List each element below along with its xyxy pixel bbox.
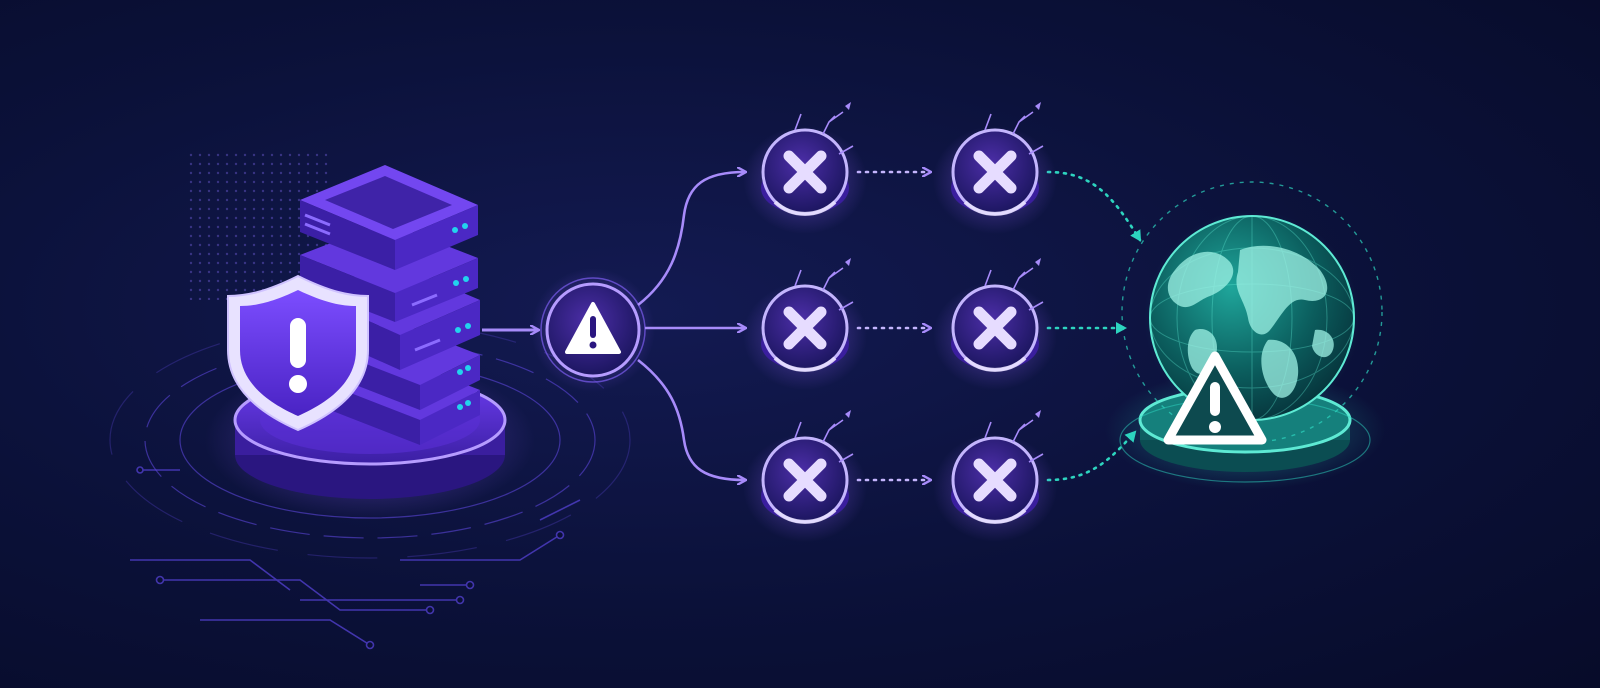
warning-triangle-icon xyxy=(1163,351,1267,445)
crack-lines xyxy=(794,258,854,311)
crack-lines xyxy=(794,410,854,463)
failed-node xyxy=(933,102,1057,234)
failed-node xyxy=(743,102,867,234)
failed-nodes xyxy=(743,102,1057,542)
crack-lines xyxy=(984,102,1044,155)
circuit-traces xyxy=(130,466,581,650)
x-circle-icon xyxy=(783,458,827,502)
failed-link-connectors xyxy=(856,172,930,480)
warning-triangle-icon xyxy=(565,302,621,354)
failed-node xyxy=(933,410,1057,542)
server-unit-top xyxy=(300,165,478,270)
hub-warning-node xyxy=(531,268,655,392)
crack-lines xyxy=(984,258,1044,311)
x-circle-icon xyxy=(783,150,827,194)
x-circle-icon xyxy=(783,306,827,350)
x-circle-icon xyxy=(973,306,1017,350)
globe-connectors xyxy=(1046,170,1142,482)
failed-node xyxy=(743,258,867,390)
crack-lines xyxy=(794,102,854,155)
globe-continents xyxy=(1167,245,1334,398)
failed-node xyxy=(743,410,867,542)
branch-connectors xyxy=(637,172,745,480)
x-circle-icon xyxy=(973,458,1017,502)
shield-warning-icon xyxy=(227,274,369,432)
x-circle-icon xyxy=(973,150,1017,194)
crack-lines xyxy=(984,410,1044,463)
globe-icon xyxy=(1121,181,1383,445)
failed-node xyxy=(933,258,1057,390)
